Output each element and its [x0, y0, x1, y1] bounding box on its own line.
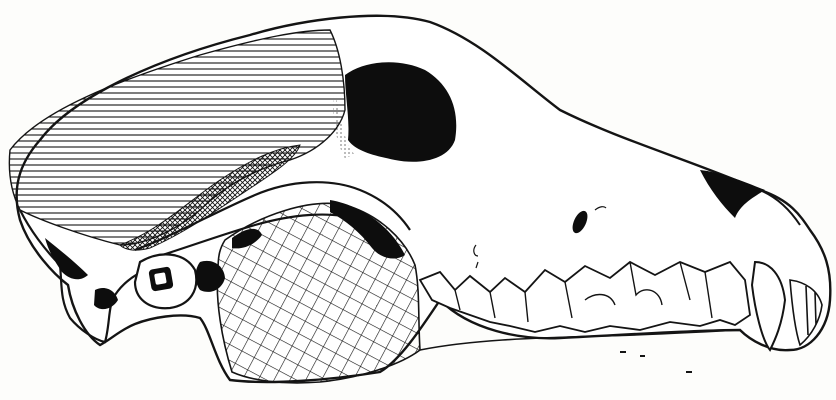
ear-canal	[135, 254, 196, 308]
